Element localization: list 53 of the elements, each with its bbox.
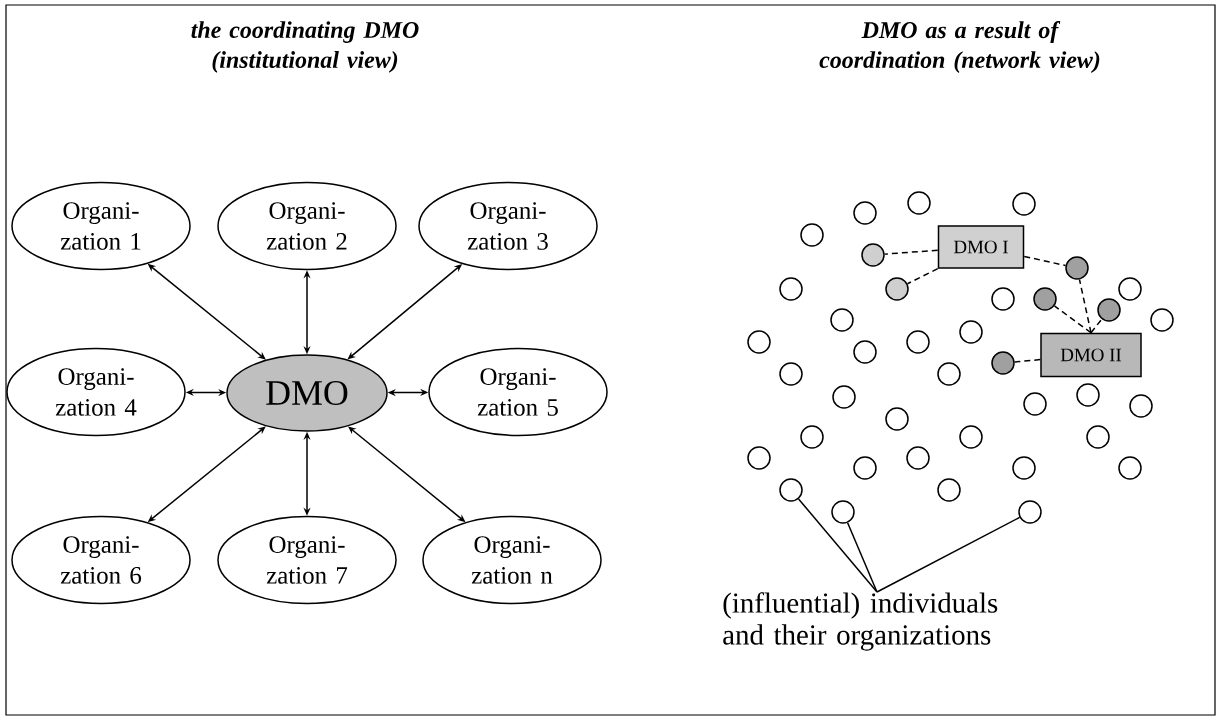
circle-node bbox=[1118, 456, 1142, 480]
circle-node bbox=[831, 500, 855, 524]
dashed-line bbox=[1023, 255, 1067, 267]
leader-line bbox=[876, 516, 1021, 593]
circle-node bbox=[906, 446, 930, 470]
circle-node bbox=[832, 385, 856, 409]
circle-node bbox=[779, 362, 803, 386]
circle-node bbox=[1076, 383, 1100, 407]
circle-node bbox=[937, 478, 961, 502]
circle-node bbox=[853, 201, 877, 225]
dashed-line bbox=[883, 249, 939, 255]
circle-node bbox=[830, 308, 854, 332]
circle-node bbox=[1129, 394, 1153, 418]
dashed-line bbox=[1053, 305, 1092, 334]
circle-node bbox=[1086, 425, 1110, 449]
circle-node bbox=[991, 351, 1015, 375]
circle-node bbox=[1097, 298, 1121, 322]
heading: DMO as a result of coordination (network view) bbox=[819, 21, 1100, 73]
leader-line bbox=[797, 498, 878, 593]
circle-node bbox=[959, 425, 983, 449]
circle-node bbox=[1023, 392, 1047, 416]
circle-node bbox=[1012, 456, 1036, 480]
circle-node bbox=[907, 191, 931, 215]
circle-node bbox=[991, 287, 1015, 311]
circle-node bbox=[1018, 500, 1042, 524]
box-node: DMO II bbox=[1040, 332, 1142, 378]
circle-node bbox=[861, 243, 885, 267]
circle-node bbox=[853, 340, 877, 364]
circle-node bbox=[937, 362, 961, 386]
dashed-line bbox=[1078, 278, 1092, 334]
circle-node bbox=[885, 277, 909, 301]
circle-node bbox=[853, 456, 877, 480]
dashed-line bbox=[1090, 318, 1103, 334]
circle-node bbox=[800, 223, 824, 247]
circle-node bbox=[885, 407, 909, 431]
box-node: DMO I bbox=[937, 225, 1025, 269]
circle-node bbox=[747, 330, 771, 354]
leader-line bbox=[846, 522, 878, 593]
circle-node bbox=[800, 425, 824, 449]
circle-node bbox=[959, 320, 983, 344]
circle-node bbox=[1150, 308, 1174, 332]
circle-node bbox=[1118, 277, 1142, 301]
circle-node bbox=[1065, 256, 1089, 280]
dashed-line bbox=[906, 267, 939, 285]
caption-text: (influential) individuals and their organizations bbox=[723, 592, 998, 651]
dashed-line bbox=[1013, 358, 1041, 363]
heading: the coordinating DMO (institutional view) bbox=[191, 21, 419, 73]
circle-node bbox=[747, 446, 771, 470]
circle-node bbox=[1012, 192, 1036, 216]
circle-node bbox=[906, 330, 930, 354]
circle-node bbox=[1033, 287, 1057, 311]
circle-node bbox=[779, 478, 803, 502]
circle-node bbox=[779, 277, 803, 301]
